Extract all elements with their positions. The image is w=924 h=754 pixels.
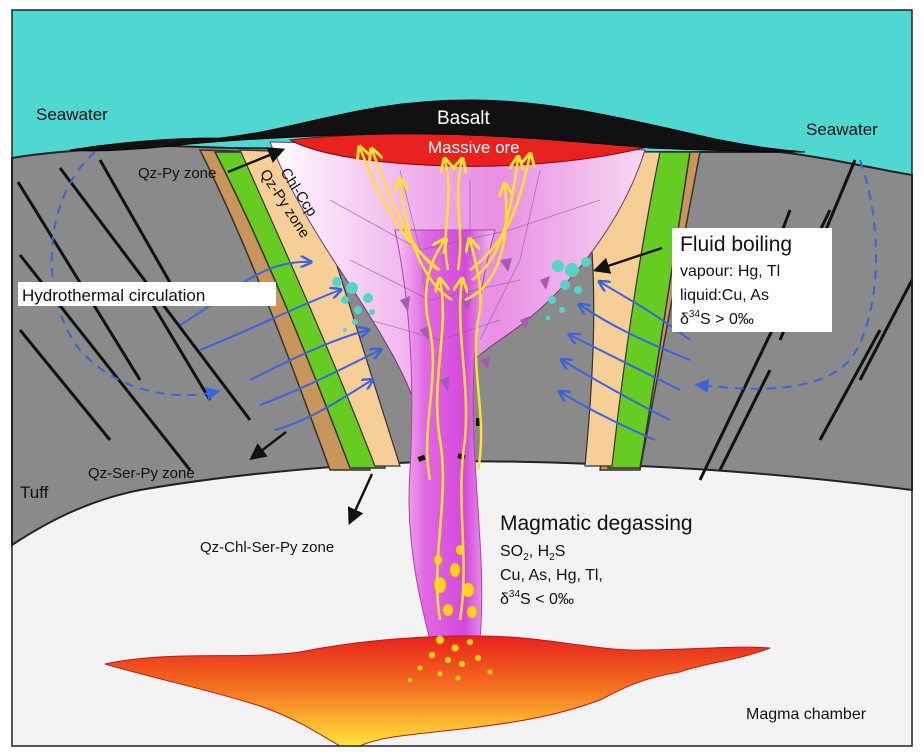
magmatic-degassing-metals: Cu, As, Hg, Tl, (500, 567, 603, 584)
magmatic-degassing-gases: SO2, H2S (500, 543, 565, 563)
magma-chamber-label: Magma chamber (746, 706, 867, 723)
fluid-boiling-liquid: liquid:Cu, As (680, 287, 769, 304)
basalt-cap (69, 99, 806, 153)
tuff-label: Tuff (20, 483, 49, 502)
hydrothermal-circulation-box (18, 282, 276, 306)
massive-ore-label: Massive ore (428, 138, 520, 157)
magma-chamber (104, 635, 771, 747)
fluid-boiling-vapour: vapour: Hg, Tl (680, 263, 780, 280)
md-isotope-prefix: δ (500, 591, 509, 608)
seawater-right-label: Seawater (806, 120, 878, 139)
boiling-bubbles-right (545, 257, 591, 321)
qz-chl-ser-py-zone-label: Qz-Chl-Ser-Py zone (200, 539, 334, 556)
magmatic-degassing-annotation: Magmatic degassing SO2, H2S Cu, As, Hg, … (500, 512, 693, 608)
magmatic-degassing-title: Magmatic degassing (500, 512, 693, 535)
fluid-boiling-isotope: δ34S > 0‰ (680, 309, 754, 328)
qz-ser-py-zone-label: Qz-Ser-Py zone (88, 465, 195, 482)
fb-isotope-prefix: δ (680, 311, 689, 328)
fluid-flow-arrows (360, 148, 530, 621)
md-h-sub: 2 (549, 552, 555, 563)
fb-isotope-sup: 34 (689, 309, 701, 320)
circulation-loop-right (694, 159, 877, 393)
md-s-text: S (555, 543, 566, 560)
fluid-boiling-title: Fluid boiling (680, 233, 792, 256)
hydrothermal-circulation-label: Hydrothermal circulation (22, 286, 205, 305)
fluid-boiling-annotation: Fluid boiling vapour: Hg, Tl liquid:Cu, … (680, 233, 792, 328)
fluid-boiling-box (672, 228, 832, 332)
fb-isotope-suffix: S > 0‰ (700, 311, 754, 328)
seawater-left-label: Seawater (36, 105, 108, 124)
breccia-clasts (400, 258, 550, 392)
circulation-arrows-left (179, 262, 380, 431)
figure-frame (11, 9, 913, 747)
boiling-bubbles-left (332, 277, 375, 332)
basalt-label: Basalt (437, 108, 491, 129)
qz-py-zone-label: Qz-Py zone (138, 165, 216, 182)
leader-arrows (227, 147, 663, 526)
circulation-loop-left (50, 151, 221, 401)
md-isotope-sup: 34 (509, 589, 521, 600)
md-isotope-suffix: S < 0‰ (520, 591, 574, 608)
md-so-text: SO (500, 543, 523, 560)
md-so-sub: 2 (523, 552, 529, 563)
magmatic-degassing-isotope: δ34S < 0‰ (500, 589, 574, 608)
md-h-text: , H (529, 543, 549, 560)
